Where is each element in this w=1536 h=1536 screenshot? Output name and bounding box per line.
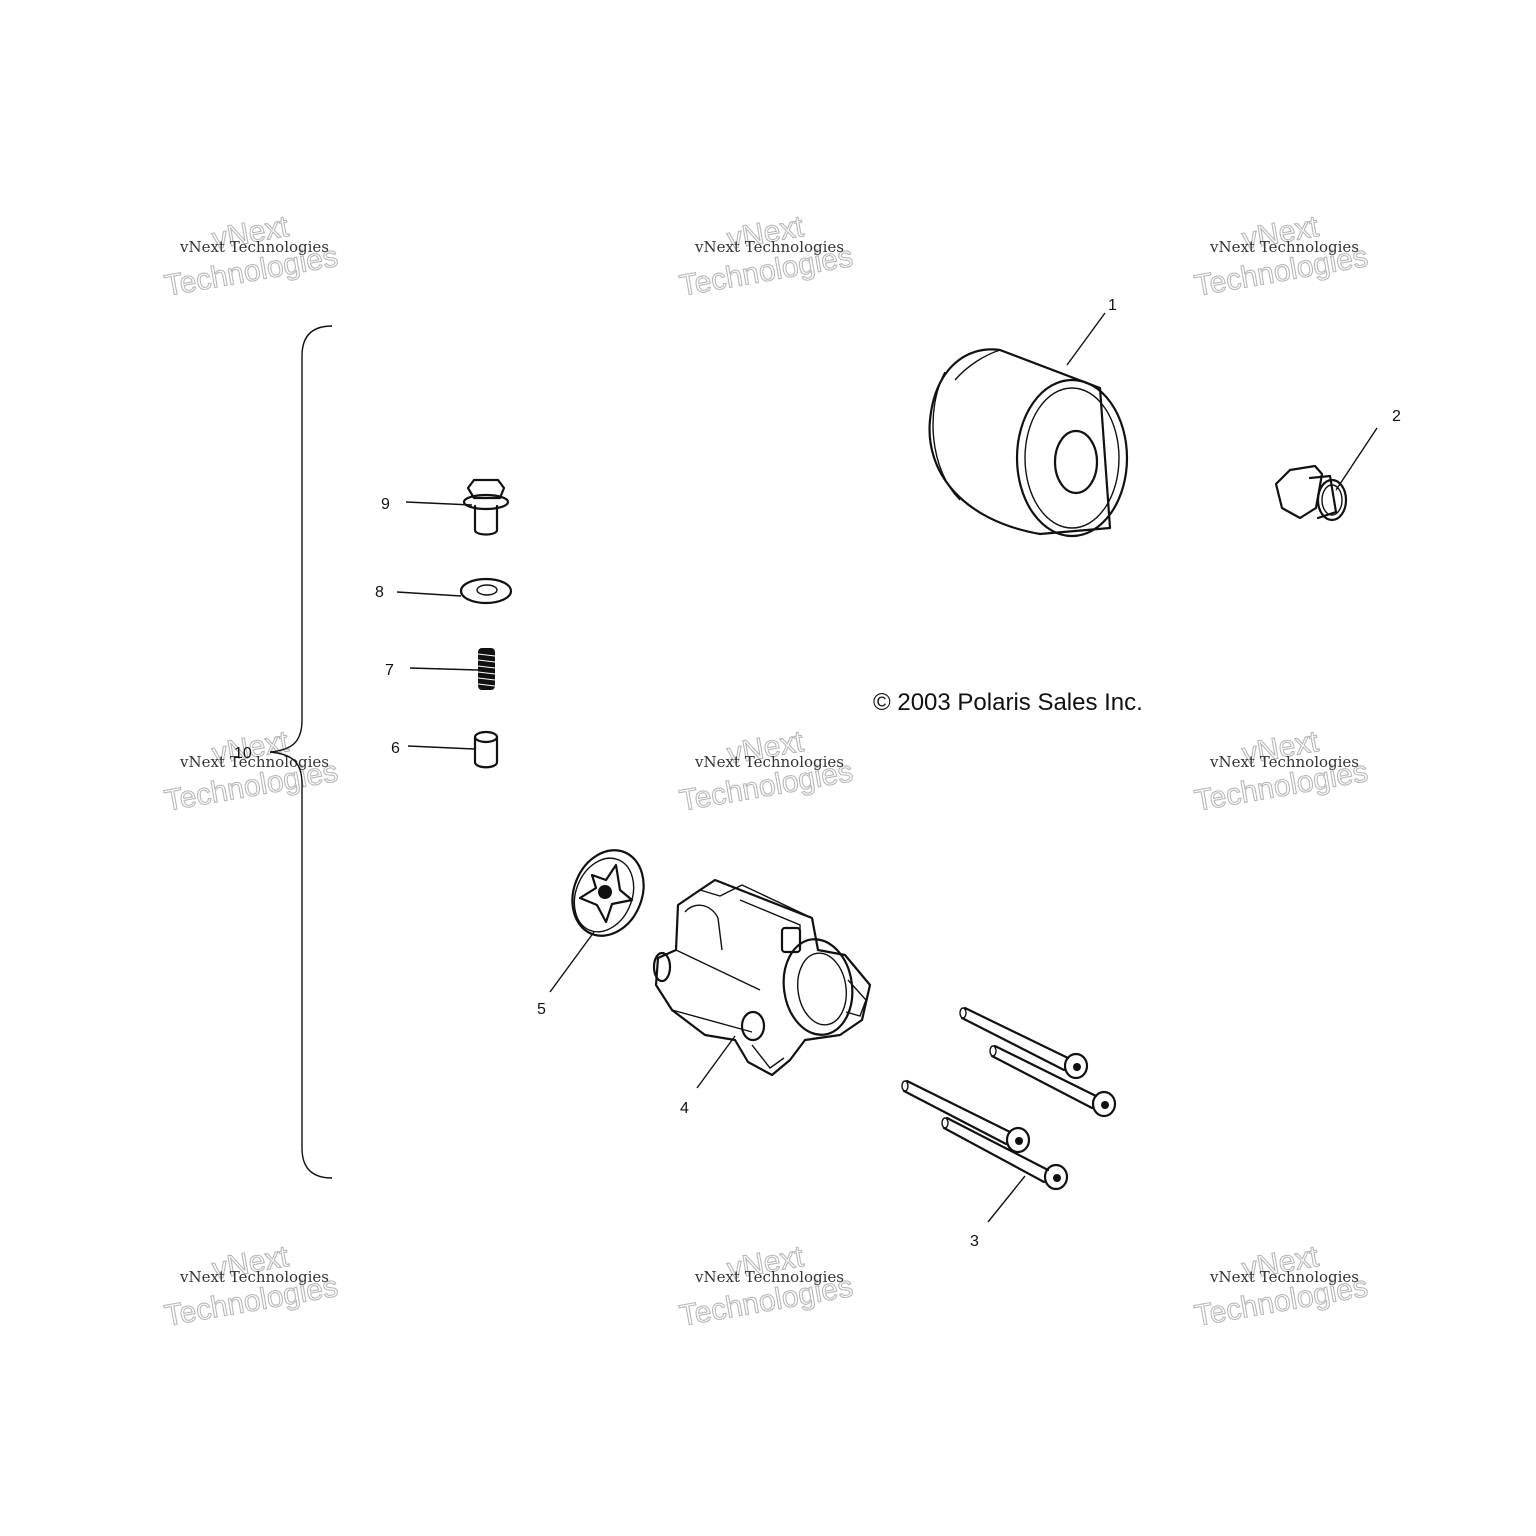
callout-5: 5: [537, 1001, 546, 1018]
socket-screw-b: [989, 1044, 1117, 1118]
callout-10: 10: [234, 745, 252, 762]
callout-3: 3: [970, 1233, 979, 1250]
callout-7: 7: [385, 662, 394, 679]
socket-screw-a: [959, 1006, 1089, 1080]
leader-8: [396, 591, 462, 597]
callout-6: 6: [391, 740, 400, 757]
svg-text:vNext Technologies: vNext Technologies: [694, 238, 844, 256]
watermark-middle-center: vNext Technologies vNext Technologies: [677, 724, 856, 818]
svg-text:vNext Technologies: vNext Technologies: [1209, 238, 1359, 256]
callout-1: 1: [1108, 297, 1117, 314]
watermark-bottom-center: vNext Technologies vNext Technologies: [677, 1239, 856, 1333]
svg-text:vNext Technologies: vNext Technologies: [1209, 1268, 1359, 1286]
callout-4: 4: [680, 1100, 689, 1117]
watermark-top-right: vNext Technologies vNext Technologies: [1192, 209, 1371, 303]
watermark-bottom-left: vNext Technologies vNext Technologies: [162, 1239, 341, 1333]
pump-rotor: [571, 849, 645, 937]
socket-screw-c: [901, 1079, 1031, 1154]
leader-3: [987, 1175, 1026, 1223]
oil-pump-housing: [652, 878, 872, 1077]
leader-2: [1335, 427, 1378, 491]
leader-4: [696, 1035, 736, 1089]
svg-text:vNext Technologies: vNext Technologies: [1209, 753, 1359, 771]
leader-9: [405, 501, 473, 506]
spring: [477, 648, 496, 690]
washer: [459, 577, 513, 605]
watermark-middle-right: vNext Technologies vNext Technologies: [1192, 724, 1371, 818]
watermark-top-left: vNext Technologies vNext Technologies: [162, 209, 341, 303]
kit-bracket: [269, 325, 333, 1179]
svg-text:vNext Technologies: vNext Technologies: [179, 753, 329, 771]
watermark-middle-left: vNext Technologies vNext Technologies: [162, 724, 341, 818]
copyright-text: © 2003 Polaris Sales Inc.: [873, 689, 1143, 716]
flange-bolt: [462, 478, 510, 536]
fitting: [1274, 464, 1348, 522]
svg-text:vNext Technologies: vNext Technologies: [179, 1268, 329, 1286]
svg-text:vNext Technologies: vNext Technologies: [694, 1268, 844, 1286]
svg-text:vNext Technologies: vNext Technologies: [179, 238, 329, 256]
watermark-top-center: vNext Technologies vNext Technologies: [677, 209, 856, 303]
leader-5: [549, 931, 595, 993]
svg-text:vNext Technologies: vNext Technologies: [694, 753, 844, 771]
watermark-bottom-right: vNext Technologies vNext Technologies: [1192, 1239, 1371, 1333]
leader-6: [407, 745, 475, 750]
pin: [473, 730, 499, 769]
socket-screws: [901, 1006, 1117, 1191]
callout-2: 2: [1392, 408, 1401, 425]
callout-8: 8: [375, 584, 384, 601]
leader-7: [409, 667, 479, 671]
socket-screw-d: [941, 1116, 1069, 1191]
oil-filter: [928, 348, 1129, 538]
callout-9: 9: [381, 496, 390, 513]
leader-1: [1066, 312, 1106, 366]
